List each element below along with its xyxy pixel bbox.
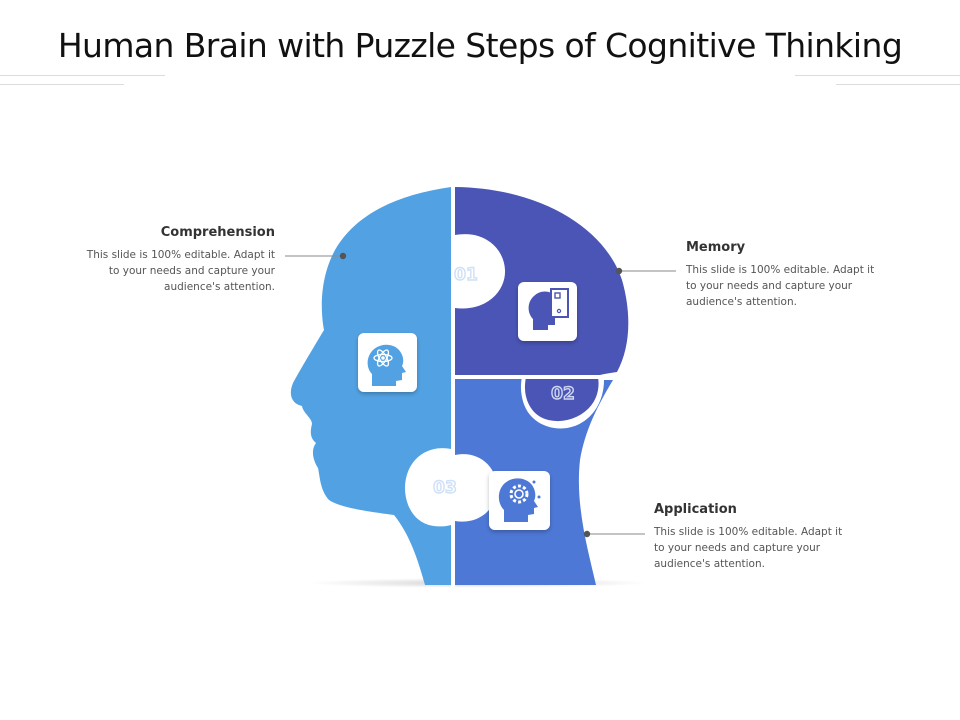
description-comprehension: This slide is 100% editable. Adapt it to… — [86, 249, 275, 293]
head-gear-icon — [498, 478, 541, 522]
title-rule-left — [0, 75, 165, 76]
heading-memory: Memory — [686, 240, 746, 255]
title-rule-right-lower — [836, 84, 960, 85]
step-number-01: 01 — [454, 265, 478, 285]
tab-outline-01 — [454, 234, 506, 309]
step-number-02: 02 — [551, 384, 575, 404]
step-number-03: 03 — [433, 478, 457, 498]
text-block-application: Application This slide is 100% editable.… — [654, 502, 854, 572]
tab-outline-02 — [521, 376, 603, 426]
head-memory-card-icon — [528, 288, 569, 330]
heading-comprehension: Comprehension — [160, 225, 275, 240]
text-block-comprehension: Comprehension This slide is 100% editabl… — [75, 225, 275, 295]
title-rule-right — [795, 75, 960, 76]
tab-outline-03 — [404, 448, 452, 527]
connector-dot-application — [583, 530, 591, 538]
page-title: Human Brain with Puzzle Steps of Cogniti… — [57, 26, 903, 65]
head-atom-icon — [367, 344, 406, 386]
connector-dot-comprehension — [339, 252, 347, 260]
text-block-memory: Memory This slide is 100% editable. Adap… — [686, 240, 886, 310]
title-rule-left-lower — [0, 84, 124, 85]
connector-dot-memory — [615, 267, 623, 275]
description-application: This slide is 100% editable. Adapt it to… — [654, 526, 843, 570]
heading-application: Application — [654, 502, 737, 517]
description-memory: This slide is 100% editable. Adapt it to… — [686, 264, 875, 308]
